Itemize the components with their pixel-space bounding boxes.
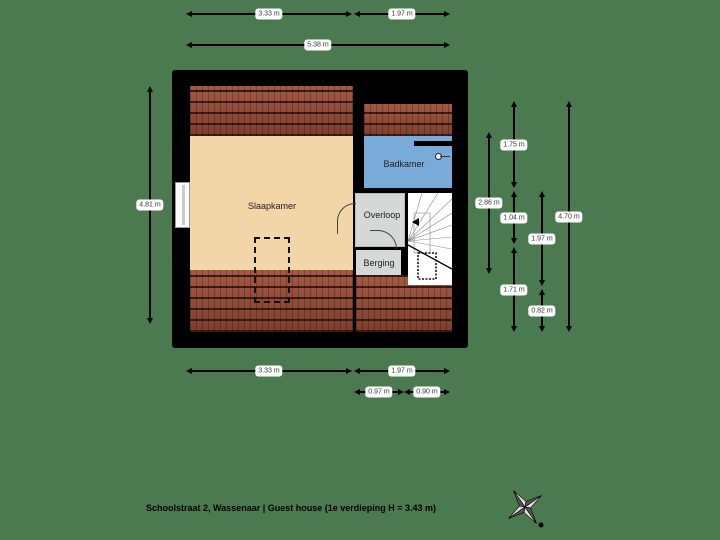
arrow-right-icon bbox=[444, 389, 450, 395]
dimension-label: 3.33 m bbox=[255, 8, 283, 20]
compass-rose-icon bbox=[503, 485, 547, 529]
arrow-down-icon bbox=[566, 326, 572, 332]
room-label-badkamer: Badkamer bbox=[383, 159, 425, 169]
arrow-up-icon bbox=[486, 132, 492, 138]
arrow-up-icon bbox=[147, 86, 153, 92]
arrow-down-icon bbox=[511, 238, 517, 244]
arrow-left-icon bbox=[354, 11, 360, 17]
dimension-label: 3.33 m bbox=[255, 365, 283, 377]
dimension-label: 1.04 m bbox=[500, 212, 528, 223]
arrow-left-icon bbox=[186, 11, 192, 17]
arrow-right-icon bbox=[444, 368, 450, 374]
dimension-label: 4.81 m bbox=[136, 199, 164, 211]
roof-tiles-left-bottom bbox=[190, 270, 353, 332]
arrow-left-icon bbox=[404, 389, 410, 395]
dimension-label: 1.75 m bbox=[500, 139, 528, 150]
dimension-label: 1.71 m bbox=[500, 284, 528, 295]
roof-tiles-right-top bbox=[364, 104, 452, 136]
roof-tiles-left-top bbox=[190, 86, 353, 136]
arrow-up-icon bbox=[539, 289, 545, 295]
window-left bbox=[175, 182, 190, 228]
dimension-label: 5.38 m bbox=[304, 39, 332, 51]
room-berging[interactable] bbox=[356, 250, 401, 275]
arrow-up-icon bbox=[539, 191, 545, 197]
arrow-left-icon bbox=[354, 368, 360, 374]
arrow-down-icon bbox=[511, 182, 517, 188]
arrow-up-icon bbox=[511, 191, 517, 197]
arrow-up-icon bbox=[566, 101, 572, 107]
arrow-left-icon bbox=[186, 368, 192, 374]
arrow-up-icon bbox=[511, 247, 517, 253]
roof-hatch bbox=[254, 237, 290, 303]
dimension-label: 2.86 m bbox=[475, 197, 503, 209]
arrow-down-icon bbox=[539, 326, 545, 332]
dimension-label: 0.90 m bbox=[413, 386, 441, 398]
staircase[interactable] bbox=[408, 193, 452, 285]
dimension-label: 0.82 m bbox=[528, 305, 556, 316]
arrow-down-icon bbox=[147, 318, 153, 324]
arrow-right-icon bbox=[444, 11, 450, 17]
caption: Schoolstraat 2, Wassenaar | Guest house … bbox=[146, 503, 437, 513]
arrow-left-icon bbox=[354, 389, 360, 395]
arrow-right-icon bbox=[346, 368, 352, 374]
room-label-slaapkamer: Slaapkamer bbox=[247, 201, 297, 211]
room-label-berging: Berging bbox=[363, 258, 395, 268]
arrow-left-icon bbox=[186, 42, 192, 48]
dimension-label: 0.97 m bbox=[365, 386, 393, 398]
arrow-down-icon bbox=[539, 280, 545, 286]
arrow-right-icon bbox=[398, 389, 404, 395]
arrow-up-icon bbox=[511, 101, 517, 107]
shower-hose bbox=[440, 156, 450, 157]
arrow-down-icon bbox=[511, 326, 517, 332]
arrow-right-icon bbox=[444, 42, 450, 48]
dimension-label: 1.97 m bbox=[388, 8, 416, 20]
floorplan: Slaapkamer Badkamer Overloop Berging bbox=[172, 70, 468, 348]
arrow-right-icon bbox=[346, 11, 352, 17]
dimension-label: 1.97 m bbox=[528, 233, 556, 244]
dimension-label: 4.70 m bbox=[555, 211, 583, 222]
stair-lines bbox=[408, 193, 452, 280]
arrow-down-icon bbox=[486, 268, 492, 274]
room-slaapkamer[interactable] bbox=[190, 136, 353, 270]
dimension-label: 1.97 m bbox=[388, 365, 416, 377]
bath-fixture bbox=[414, 141, 452, 146]
room-label-overloop: Overloop bbox=[363, 210, 401, 220]
